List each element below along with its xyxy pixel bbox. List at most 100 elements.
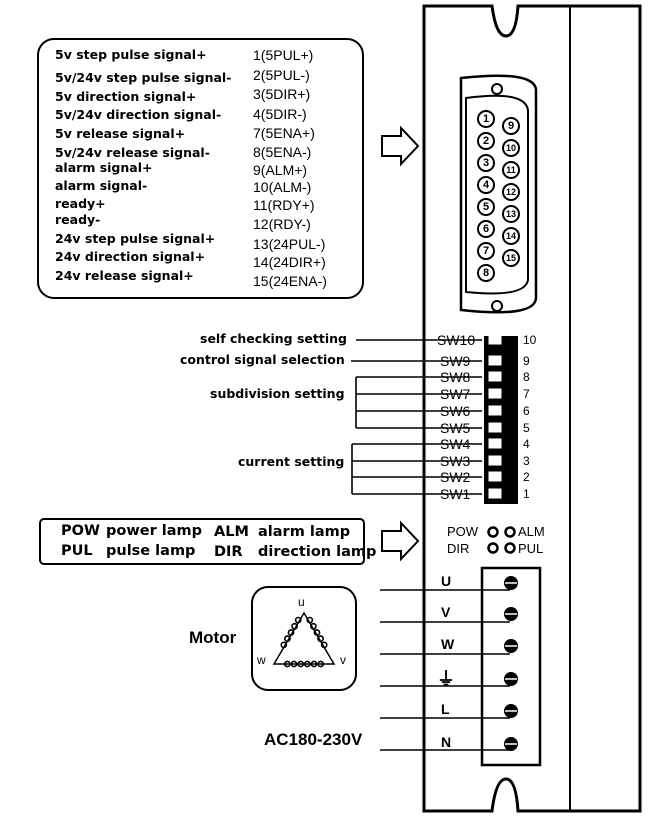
motor-box [251, 586, 357, 691]
db15-pin-number: 8 [482, 267, 490, 279]
ground-icon: ⏚ [437, 669, 455, 689]
coil-turn [306, 616, 314, 624]
coil-turn [280, 641, 288, 649]
coil-turn [320, 641, 328, 649]
lamp-pul: PUL [61, 543, 93, 559]
pin-number: 13(24PUL-) [253, 236, 326, 252]
self-check-label: self checking setting [200, 331, 347, 346]
db15-pin [502, 161, 520, 179]
pin-signal-name: alarm signal- [55, 178, 148, 193]
lamp-dir-desc: direction lamp [258, 544, 377, 560]
pin-signal-name: 5v release signal+ [55, 126, 186, 141]
db15-screw [491, 83, 503, 95]
arrow-right-icon [381, 520, 420, 562]
lamp-alm: ALM [214, 524, 249, 540]
switch-name: SW7 [440, 386, 471, 402]
lamp-pow-desc: power lamp [106, 523, 203, 539]
switch-name: SW10 [437, 332, 476, 348]
pin-number: 4(5DIR-) [253, 106, 307, 122]
dip-switch-toggle [488, 455, 502, 466]
switch-name: SW3 [440, 453, 471, 469]
db15-shell [459, 74, 538, 314]
db15-pin-number: 1 [482, 113, 490, 125]
db15-pin-number: 2 [482, 135, 490, 147]
current-setting-label: current setting [238, 454, 345, 469]
pow-led [487, 526, 499, 538]
db15-pin [477, 220, 495, 238]
pin-number: 11(RDY+) [253, 197, 315, 213]
coil-turn [309, 622, 317, 630]
switch-name: SW4 [440, 436, 471, 452]
db15-pin [477, 176, 495, 194]
motor-triangle [272, 611, 336, 665]
db15-pins [477, 110, 520, 282]
pin-signal-name: alarm signal+ [55, 160, 153, 175]
db15-pin-number: 13 [505, 209, 516, 219]
pin-signal-name: 24v step pulse signal+ [55, 231, 216, 246]
db15-pin-number: 6 [482, 223, 490, 235]
subdivision-label: subdivision setting [210, 386, 345, 401]
db15-pin [502, 227, 520, 245]
lamp-alm-desc: alarm lamp [258, 524, 351, 540]
db15-pin-number: 7 [482, 245, 490, 257]
dip-switch-slots [488, 334, 502, 499]
terminal-block [480, 566, 542, 767]
motor-u-label: u [298, 595, 305, 609]
arrow-right-icon [381, 125, 420, 167]
led-dir-label: DIR [447, 541, 470, 556]
pin-number: 12(RDY-) [253, 216, 311, 232]
db15-screw [491, 300, 503, 312]
switch-number: 2 [523, 470, 530, 484]
lamp-dir: DIR [214, 544, 243, 560]
db15-pin [477, 110, 495, 128]
pin-number: 10(ALM-) [253, 179, 312, 195]
switch-number: 8 [523, 370, 530, 384]
db15-pin [477, 242, 495, 260]
dip-switch-toggle [488, 422, 502, 433]
pin-signal-name: ready- [55, 212, 101, 227]
pin-legend-box [37, 38, 364, 299]
db15-pin-number: 10 [505, 143, 516, 153]
db15-pin-number: 15 [505, 253, 516, 263]
pin-signal-name: 5v/24v release signal- [55, 145, 210, 160]
switch-number: 3 [523, 454, 530, 468]
lamp-pow: POW [61, 523, 100, 539]
switch-number: 4 [523, 437, 530, 451]
led-alm-label: ALM [518, 524, 545, 539]
switch-name: SW6 [440, 403, 471, 419]
dip-switch-toggle [488, 388, 502, 399]
db15-pin-number: 14 [505, 231, 516, 241]
terminal-wires [380, 589, 510, 751]
db15-pin [477, 132, 495, 150]
pin-number: 2(5PUL-) [253, 67, 310, 83]
coil-turn [310, 660, 318, 668]
coil-turn [294, 616, 302, 624]
pin-number: 7(5ENA+) [253, 125, 315, 141]
motor-v-label: v [340, 653, 346, 667]
pin-number: 1(5PUL+) [253, 47, 314, 63]
db15-pin-number: 3 [482, 157, 490, 169]
dir-led [487, 542, 499, 554]
pin-number: 8(5ENA-) [253, 144, 312, 160]
led-pul-label: PUL [518, 541, 544, 556]
coil-turn [283, 635, 291, 643]
pin-signal-name: 5v/24v step pulse signal- [55, 70, 232, 85]
lamp-pul-desc: pulse lamp [106, 543, 196, 559]
coil-turn [303, 660, 311, 668]
dip-switch-toggle [488, 438, 502, 449]
terminal-label: W [441, 636, 455, 652]
db15-pin [477, 264, 495, 282]
coil-turn [290, 660, 298, 668]
db15-pin [477, 154, 495, 172]
coil-turn [313, 629, 321, 636]
db15-pin-number: 4 [482, 179, 490, 191]
switch-number: 10 [523, 333, 537, 347]
pin-number: 9(ALM+) [253, 162, 308, 178]
db15-inner [465, 94, 529, 295]
pin-signal-name: 5v/24v direction signal- [55, 107, 222, 122]
switch-number: 9 [523, 354, 530, 368]
alm-led [504, 526, 516, 538]
db15-pin [477, 198, 495, 216]
switch-lines [351, 339, 482, 495]
